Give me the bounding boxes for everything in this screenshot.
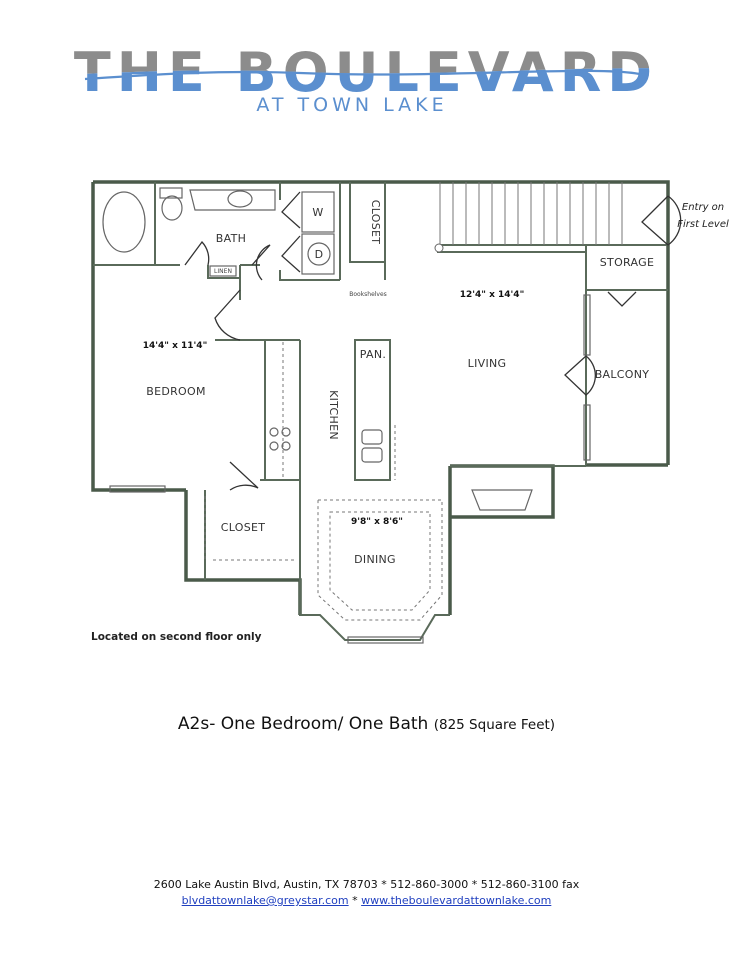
- dryer: D: [315, 248, 324, 261]
- footer-separator: *: [348, 894, 362, 907]
- email-link[interactable]: blvdattownlake@greystar.com: [181, 894, 349, 907]
- room-dining: DINING: [354, 553, 396, 566]
- room-balcony: BALCONY: [595, 368, 650, 381]
- room-storage: STORAGE: [600, 256, 654, 269]
- entry-note-line1: Entry on: [682, 202, 724, 213]
- room-closet-top: CLOSET: [369, 200, 382, 245]
- room-living: LIVING: [468, 357, 507, 370]
- room-bedroom: BEDROOM: [146, 385, 206, 398]
- footer-address: 2600 Lake Austin Blvd, Austin, TX 78703 …: [153, 878, 580, 891]
- website-link[interactable]: www.theboulevardattownlake.com: [361, 894, 552, 907]
- bedroom-dimensions: 14'4" x 11'4": [143, 341, 208, 351]
- washer: W: [312, 206, 323, 219]
- living-dimensions: 12'4" x 14'4": [460, 290, 525, 300]
- room-linen: LINEN: [214, 268, 232, 275]
- bookshelves-label: Bookshelves: [349, 291, 387, 298]
- floor-plan: BATH LINEN W D CLOSET Bookshelves 14'4" …: [0, 170, 733, 660]
- floor-note: Located on second floor only: [91, 631, 262, 643]
- unit-title-main: A2s- One Bedroom/ One Bath: [177, 714, 429, 734]
- logo-wave: [84, 69, 646, 81]
- room-closet-bottom: CLOSET: [221, 521, 266, 534]
- pantry: PAN.: [360, 348, 386, 361]
- brand-logo: THE BOULEVARD THE BOULEVARD AT TOWN LAKE: [0, 38, 733, 118]
- footer-contact-line: blvdattownlake@greystar.com * www.thebou…: [0, 893, 733, 909]
- dining-dimensions: 9'8" x 8'6": [351, 517, 403, 527]
- room-kitchen: KITCHEN: [327, 390, 340, 440]
- footer: 2600 Lake Austin Blvd, Austin, TX 78703 …: [0, 877, 733, 909]
- room-bath: BATH: [216, 232, 246, 245]
- unit-title: A2s- One Bedroom/ One Bath (825 Square F…: [0, 714, 733, 734]
- entry-note-line2: First Level: [677, 219, 729, 230]
- unit-title-sqft: (825 Square Feet): [433, 717, 556, 733]
- logo-line2: AT TOWN LAKE: [256, 94, 447, 116]
